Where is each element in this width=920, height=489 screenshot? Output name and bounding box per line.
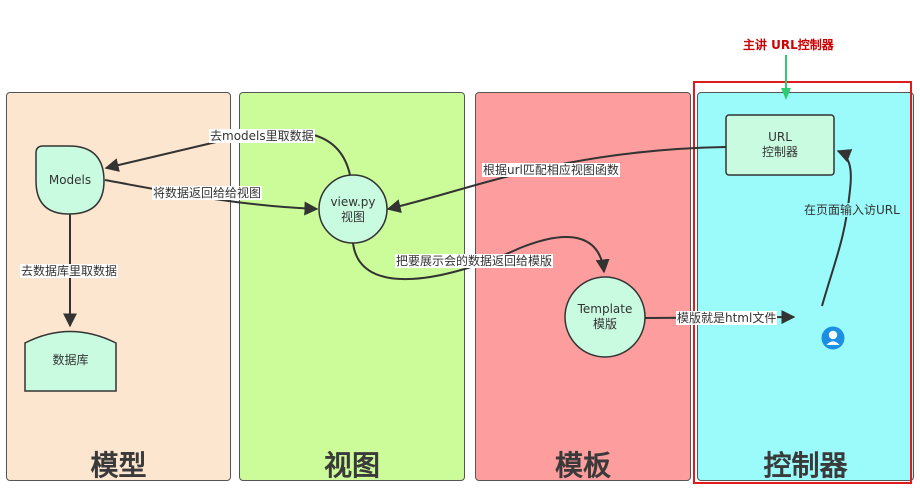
url-node (725, 114, 835, 176)
label-models-to-db: 去数据库里取数据 (20, 264, 119, 278)
user-icon (821, 326, 845, 350)
label-view-to-template: 把要展示会的数据返回给模版 (395, 254, 554, 268)
label-template-to-user: 模版就是html文件 (676, 311, 778, 325)
view-label-line1: view.py (330, 195, 376, 209)
edge-view-to-template (352, 236, 610, 281)
edge-user-to-url (821, 149, 853, 307)
lane-title-controller: 控制器 (763, 449, 848, 482)
note-arrowhead (781, 88, 791, 100)
note-text: 主讲 URL控制器 (743, 38, 834, 52)
lane-view (239, 92, 465, 481)
view-label: view.py 视图 (319, 195, 387, 225)
label-url-to-view: 根据url匹配相应视图函数 (482, 163, 620, 177)
url-label-line2: 控制器 (761, 145, 798, 159)
models-label: Models (48, 173, 92, 187)
template-label-line2: 模版 (592, 317, 617, 331)
label-user-to-url: 在页面输入访URL (804, 203, 900, 217)
url-label: URL 控制器 (726, 130, 834, 160)
url-label-line1: URL (768, 130, 792, 144)
view-label-line2: 视图 (340, 210, 365, 224)
highlight-frame (693, 81, 912, 484)
label-models-to-view: 将数据返回给给视图 (152, 186, 263, 200)
lane-title-model: 模型 (90, 449, 147, 482)
lane-title-view: 视图 (323, 449, 380, 482)
template-label: Template 模版 (565, 302, 645, 332)
database-label: 数据库 (52, 353, 89, 367)
models-node (35, 145, 105, 215)
database-node (24, 330, 117, 392)
template-label-line1: Template (577, 302, 633, 316)
edge-url-to-view (386, 146, 727, 213)
lane-title-template: 模板 (554, 449, 611, 482)
label-view-to-models: 去models里取数据 (209, 129, 315, 143)
